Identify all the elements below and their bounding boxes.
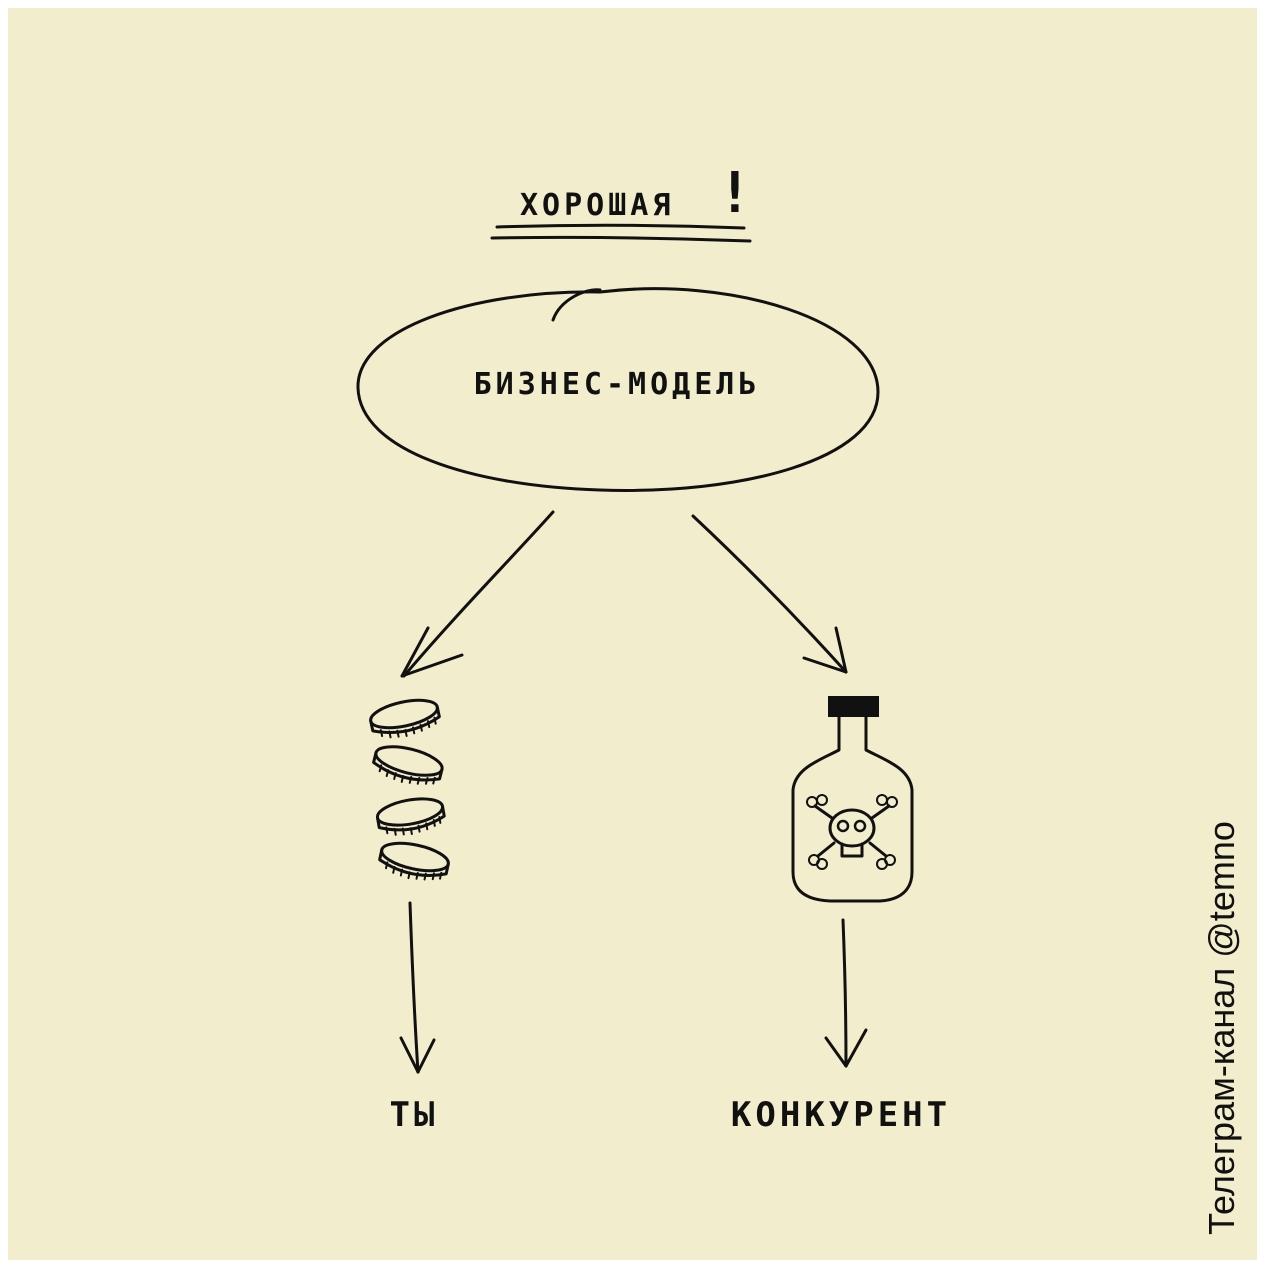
arrow-to-coins	[400, 510, 555, 678]
competitor-label: КОНКУРЕНТ	[731, 1095, 951, 1135]
title-text: ХОРОШАЯ	[520, 188, 674, 223]
arrow-to-you	[399, 901, 436, 1074]
you-label: ТЫ	[390, 1095, 439, 1135]
arrow-to-competitor	[824, 918, 868, 1068]
title-underline-1	[495, 223, 746, 230]
poison-bottle-icon	[791, 696, 914, 903]
drawing-panel	[8, 8, 1257, 1260]
title-exclamation: !	[718, 161, 756, 226]
watermark-text: Телеграм-канал @temno	[1201, 821, 1242, 1235]
title-underline-2	[490, 235, 752, 243]
center-node-label: БИЗНЕС-МОДЕЛЬ	[474, 367, 761, 402]
coins-stack-icon	[369, 698, 450, 881]
arrow-to-bottle	[691, 514, 848, 674]
business-model-bubble	[356, 287, 880, 492]
